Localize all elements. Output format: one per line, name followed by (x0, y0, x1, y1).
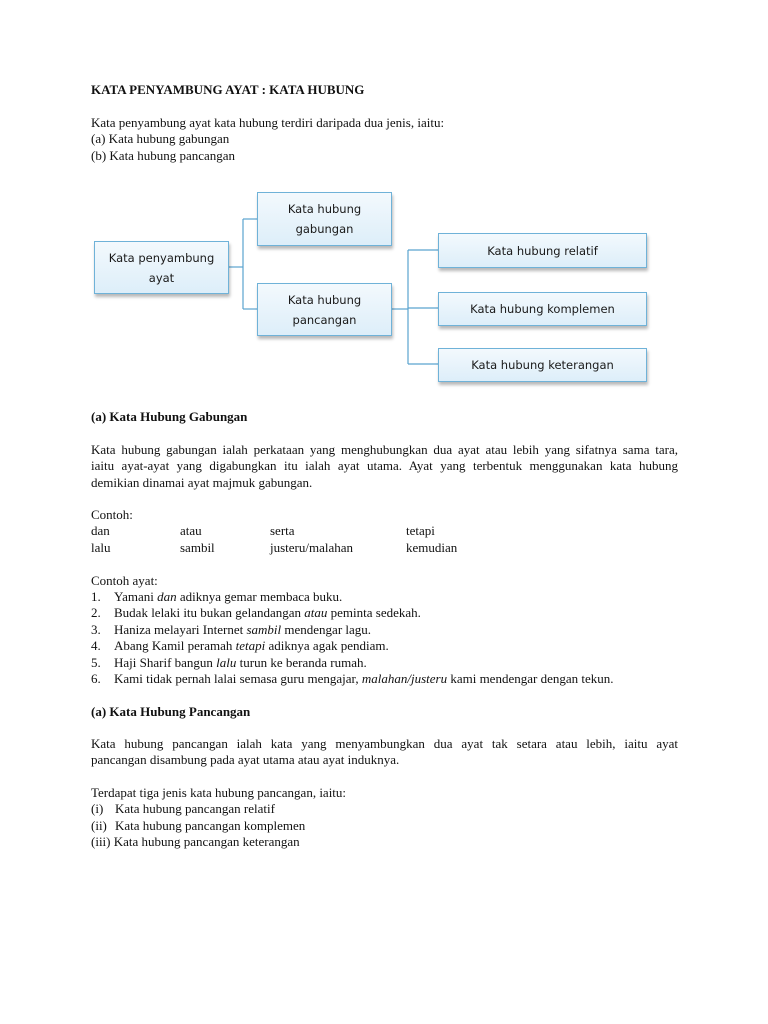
node-kata-hubung-relatif: Kata hubung relatif (438, 233, 647, 268)
type-number: (i) (91, 801, 104, 817)
sentence-text: Abang Kamil peramah (114, 638, 236, 654)
node-label-line: pancangan (292, 312, 357, 327)
sentence-conjunction: atau (304, 605, 328, 621)
sentence-text: Haniza melayari Internet (114, 621, 247, 637)
node-kata-hubung-pancangan: Kata hubung pancangan (257, 283, 392, 336)
node-label: Kata hubung relatif (487, 243, 598, 258)
sentence-text: mendengar lagu. (281, 621, 372, 637)
example-word: lalu (91, 539, 111, 555)
sentence-text: Budak lelaki itu bukan gelandangan (114, 605, 305, 621)
node-label: Kata hubung komplemen (470, 302, 615, 316)
node-label-line: Kata hubung (287, 292, 362, 307)
sentence-conjunction: dan (157, 589, 177, 605)
example-word: kemudian (406, 539, 458, 555)
sentence-text: adiknya agak pendiam. (265, 638, 389, 654)
type-item: (i) Kata hubung pancangan relatif (91, 801, 346, 817)
sentence-number: 4. (91, 638, 101, 654)
intro-item-b: (b) Kata hubung pancangan (91, 147, 236, 163)
sentence-item: 2. Budak lelaki itu bukan gelandangan ata… (91, 605, 614, 621)
type-text: Kata hubung pancangan relatif (115, 801, 275, 817)
example-word: serta (270, 523, 295, 539)
paragraph-gabungan: Kata hubung gabungan ialah perkataan yan… (91, 442, 678, 491)
node-kata-penyambung-ayat: Kata penyambung ayat (94, 241, 229, 294)
examples-row: lalu sambil justeru/malahan kemudian (91, 540, 614, 556)
example-word: sambil (180, 539, 215, 555)
sentence-list: 1. Yamani dan adiknya gemar membaca buku.… (91, 589, 614, 687)
section-heading-pancangan: (a) Kata Hubung Pancangan (91, 704, 251, 719)
examples-row: dan atau serta tetapi (91, 523, 614, 539)
sentence-text: adiknya gemar membaca buku. (176, 589, 343, 605)
node-kata-hubung-komplemen: Kata hubung komplemen (438, 292, 647, 326)
sentence-item: 3. Haniza melayari Internet sambil menden… (91, 622, 614, 638)
sentence-item: 1. Yamani dan adiknya gemar membaca buku. (91, 589, 614, 605)
example-word: atau (180, 523, 202, 539)
examples-label: Contoh: (91, 507, 133, 522)
intro-line: Kata penyambung ayat kata hubung terdiri… (91, 115, 445, 130)
document-title: KATA PENYAMBUNG AYAT : KATA HUBUNG (91, 82, 365, 97)
intro-item-a: (a) Kata hubung gabungan (91, 131, 230, 147)
sentence-conjunction: tetapi (235, 638, 266, 654)
sentence-text: turun ke beranda rumah. (236, 654, 367, 670)
intro-block: Kata penyambung ayat kata hubung terdiri… (91, 115, 444, 164)
paragraph-pancangan: Kata hubung pancangan ialah kata yang me… (91, 736, 678, 769)
node-label-line: gabungan (295, 222, 354, 236)
sentence-number: 3. (91, 621, 101, 637)
paragraph-line: pancangan disambung pada ayat utama atau… (91, 752, 400, 768)
sentence-text: peminta sedekah. (327, 605, 421, 621)
paragraph-line: iaitu ayat-ayat yang digabungkan itu ial… (91, 458, 678, 474)
sentence-item: 5. Haji Sharif bangun lalu turun ke beran… (91, 655, 614, 671)
node-kata-hubung-gabungan: Kata hubung gabungan (257, 192, 392, 246)
sentence-number: 1. (91, 589, 101, 605)
sentence-item: 6. Kami tidak pernah lalai semasa guru me… (91, 671, 614, 687)
sentence-text: Yamani (114, 589, 158, 605)
paragraph-line: Kata hubung gabungan ialah perkataan yan… (91, 442, 678, 457)
example-word: tetapi (406, 523, 435, 539)
type-number: (ii) (91, 817, 107, 833)
paragraph-line: demikian dinamai ayat majmuk gabungan. (91, 474, 313, 490)
section-heading-gabungan: (a) Kata Hubung Gabungan (91, 409, 248, 424)
sentence-examples-label: Contoh ayat: (91, 572, 158, 588)
node-kata-hubung-keterangan: Kata hubung keterangan (438, 348, 647, 382)
example-word: dan (91, 523, 110, 539)
sentence-conjunction: lalu (216, 654, 237, 670)
sentence-text: Kami tidak pernah lalai semasa guru meng… (114, 671, 362, 687)
types-intro: Terdapat tiga jenis kata hubung pancanga… (91, 785, 347, 800)
type-text: Kata hubung pancangan komplemen (115, 817, 306, 833)
sentence-text: Haji Sharif bangun (114, 654, 217, 670)
diagram-connectors (229, 218, 438, 365)
type-item: (iii) Kata hubung pancangan keterangan (91, 834, 346, 850)
paragraph-line: Kata hubung pancangan ialah kata yang me… (91, 736, 678, 751)
node-label-line: ayat (148, 270, 175, 285)
sentence-item: 4. Abang Kamil peramah tetapi adiknya aga… (91, 638, 614, 654)
example-word: justeru/malahan (270, 539, 354, 555)
sentence-text: kami mendengar dengan tekun. (447, 671, 614, 687)
sentence-number: 6. (91, 671, 101, 687)
type-text: Kata hubung pancangan keterangan (113, 834, 300, 850)
node-label-line: Kata hubung (287, 202, 362, 216)
sentence-conjunction: malahan/justeru (361, 671, 448, 687)
sentence-number: 5. (91, 654, 101, 670)
type-item: (ii) Kata hubung pancangan komplemen (91, 818, 346, 834)
node-label-line: Kata penyambung (108, 250, 215, 265)
pancangan-types-block: Terdapat tiga jenis kata hubung pancanga… (91, 785, 346, 851)
examples-block: Contoh: dan atau serta tetapi lalu sambi… (91, 507, 614, 687)
sentence-conjunction: sambil (246, 621, 282, 637)
sentence-number: 2. (91, 605, 101, 621)
node-label: Kata hubung keterangan (471, 358, 614, 372)
type-number: (iii) (91, 834, 111, 850)
